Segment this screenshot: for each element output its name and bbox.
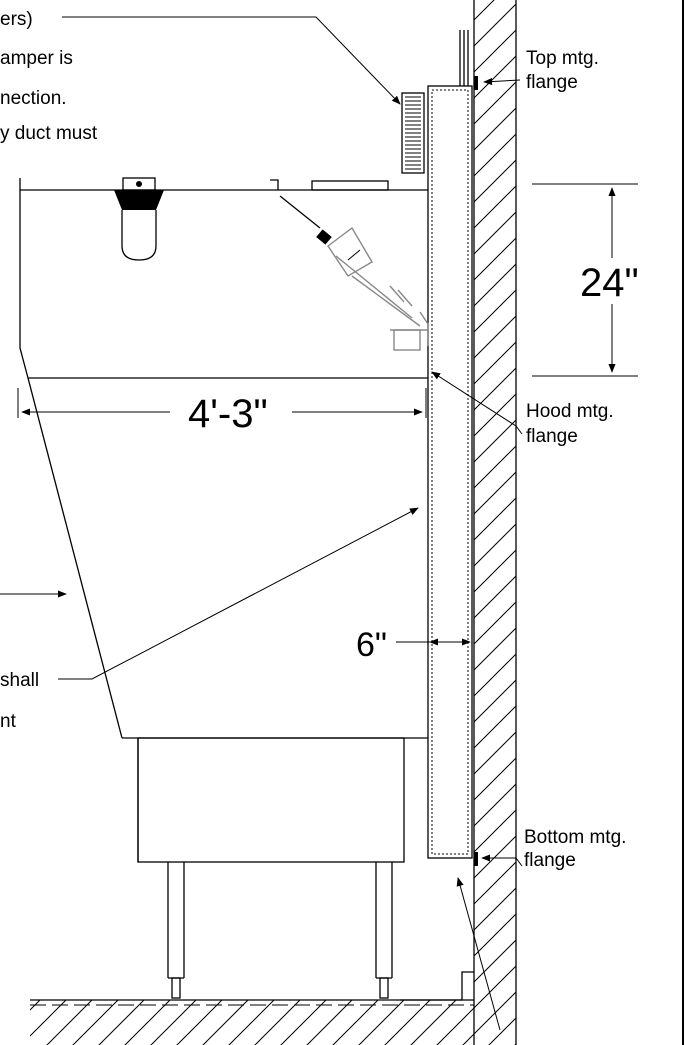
bottom-flange-label-1: Bottom mtg.	[524, 827, 626, 848]
wall-panel	[427, 30, 478, 866]
floor-flashing	[400, 971, 474, 1001]
exhaust-collar	[401, 92, 425, 174]
note-line-2: amper is	[0, 48, 73, 69]
depth-dimension: 4'-3"	[17, 388, 427, 436]
wall	[473, 0, 517, 1045]
bottom-flange-label-2: flange	[524, 850, 576, 871]
height-dimension-text: 24"	[580, 261, 639, 305]
hood-flange-label-1: Hood mtg.	[526, 401, 614, 422]
gap-dimension: 6"	[356, 626, 471, 664]
floor	[30, 999, 474, 1045]
shall-label: shall	[0, 670, 39, 691]
gap-dimension-text: 6"	[356, 626, 387, 664]
appliance	[137, 737, 405, 999]
light-fixture	[114, 177, 164, 261]
top-flange-label-2: flange	[526, 72, 578, 93]
hood-body	[19, 178, 428, 379]
note-line-1: ers)	[0, 9, 33, 30]
nt-label: nt	[0, 711, 17, 732]
note-line-4: y duct must	[0, 123, 98, 144]
note-line-3: nection.	[0, 88, 67, 109]
height-dimension: 24"	[532, 183, 639, 377]
leader-lines	[0, 16, 523, 1031]
top-flange-label-1: Top mtg.	[526, 48, 599, 69]
damper-assembly	[316, 226, 429, 351]
hood-flange-label-2: flange	[526, 426, 578, 447]
depth-dimension-text: 4'-3"	[188, 392, 268, 436]
